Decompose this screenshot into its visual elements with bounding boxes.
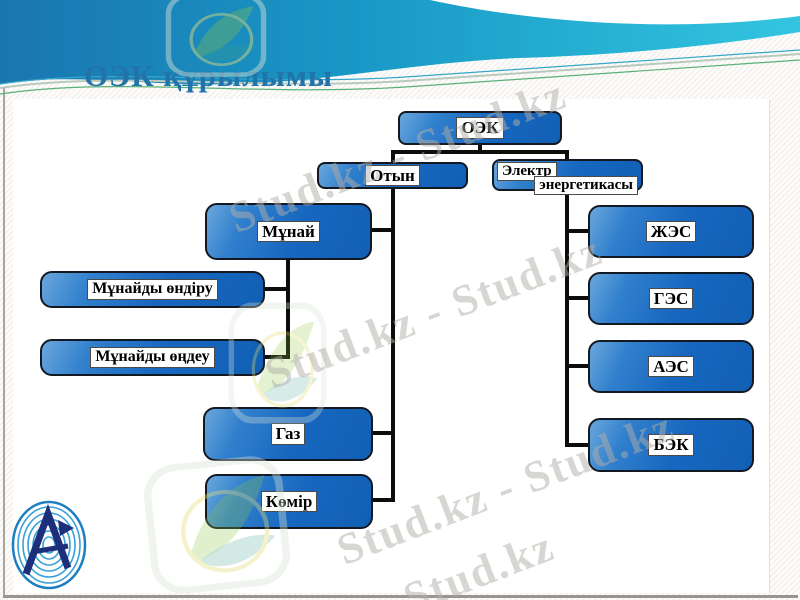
header-wave-decoration [0, 0, 800, 95]
node-oek: ОЭК [398, 111, 562, 145]
node-electr-energetikasy: Электр энергетикасы [492, 159, 643, 196]
node-bek: БЭК [588, 418, 754, 472]
node-bek-label: БЭК [648, 434, 694, 456]
node-komir: Көмір [205, 474, 373, 529]
node-munaidy-ondiru-label: Мұнайды өндіру [87, 279, 218, 300]
node-komir-label: Көмір [260, 490, 318, 513]
node-otyn-label: Отын [365, 164, 420, 187]
node-aes-label: АЭС [648, 355, 694, 378]
node-munaidy-ondeu-label: Мұнайды өңдеу [90, 347, 215, 368]
node-gaz: Газ [203, 407, 373, 461]
node-munai: Мұнай [205, 203, 372, 260]
slide-left-edge [3, 88, 5, 598]
node-electr-label-line2: энергетикасы [534, 176, 638, 196]
canvas-right-edge [769, 100, 770, 593]
node-zhes: ЖЭС [588, 205, 754, 258]
node-aes: АЭС [588, 340, 754, 393]
node-otyn: Отын [317, 162, 468, 189]
node-gaz-label: Газ [270, 423, 306, 445]
node-munaidy-ondeu: Мұнайды өңдеу [40, 339, 265, 376]
node-munaidy-ondiru: Мұнайды өндіру [40, 271, 265, 308]
slide-bottom-edge [3, 595, 798, 598]
node-ges-label: ГЭС [648, 287, 694, 310]
node-ges: ГЭС [588, 272, 754, 325]
node-munai-label: Мұнай [257, 220, 320, 243]
university-logo [11, 500, 87, 590]
node-zhes-label: ЖЭС [645, 220, 697, 243]
node-oek-label: ОЭК [456, 117, 504, 139]
page-title: ОЭК құрылымы [84, 58, 334, 93]
